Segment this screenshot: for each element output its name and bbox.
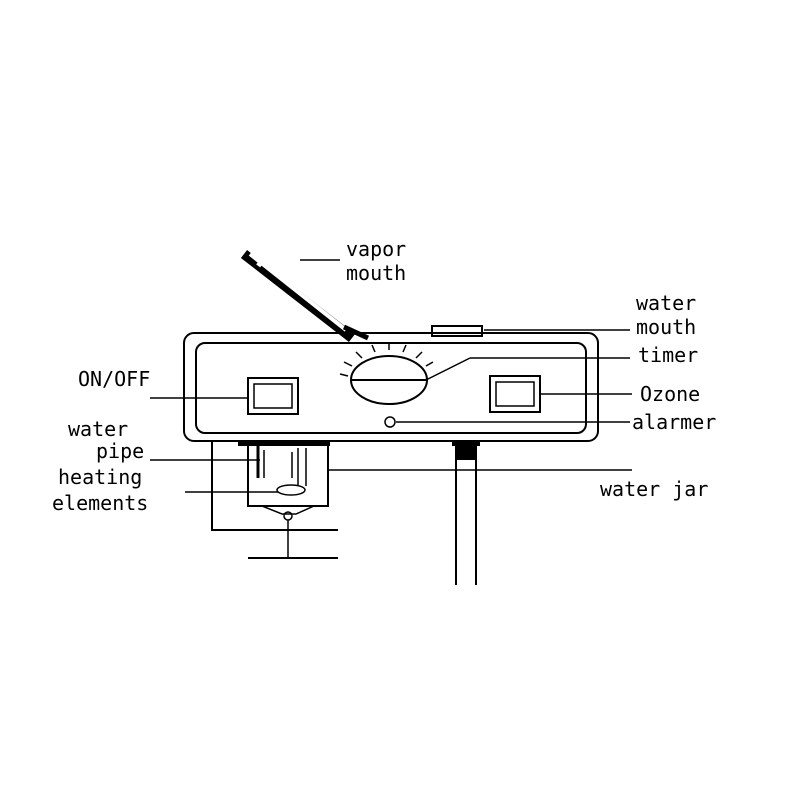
water-jar [247, 446, 329, 558]
alarmer-indicator [384, 416, 396, 428]
label-heating-elements-2: elements [52, 491, 148, 515]
label-vapor-mouth-1: vapor [346, 237, 406, 261]
timer-dial [339, 342, 434, 405]
label-water-jar: water jar [600, 477, 708, 501]
control-box [183, 332, 599, 442]
label-water-mouth-1: water [636, 291, 696, 315]
ozone-switch [489, 375, 541, 413]
on-off-switch [247, 377, 299, 415]
label-vapor-mouth-2: mouth [346, 261, 406, 285]
label-water-mouth-2: mouth [636, 315, 696, 339]
mounting-bar [238, 440, 330, 446]
label-timer: timer [638, 343, 698, 367]
leader-lines [150, 259, 632, 493]
label-alarmer: alarmer [632, 410, 716, 434]
label-water-pipe-2: pipe [96, 439, 144, 463]
label-ozone: Ozone [640, 382, 700, 406]
label-on-off: ON/OFF [78, 367, 150, 391]
support-cable [211, 442, 338, 531]
water-mouth-cap [431, 325, 483, 337]
label-heating-elements-1: heating [58, 465, 142, 489]
label-water-pipe-1: water [68, 417, 128, 441]
stand-pole [452, 440, 480, 585]
